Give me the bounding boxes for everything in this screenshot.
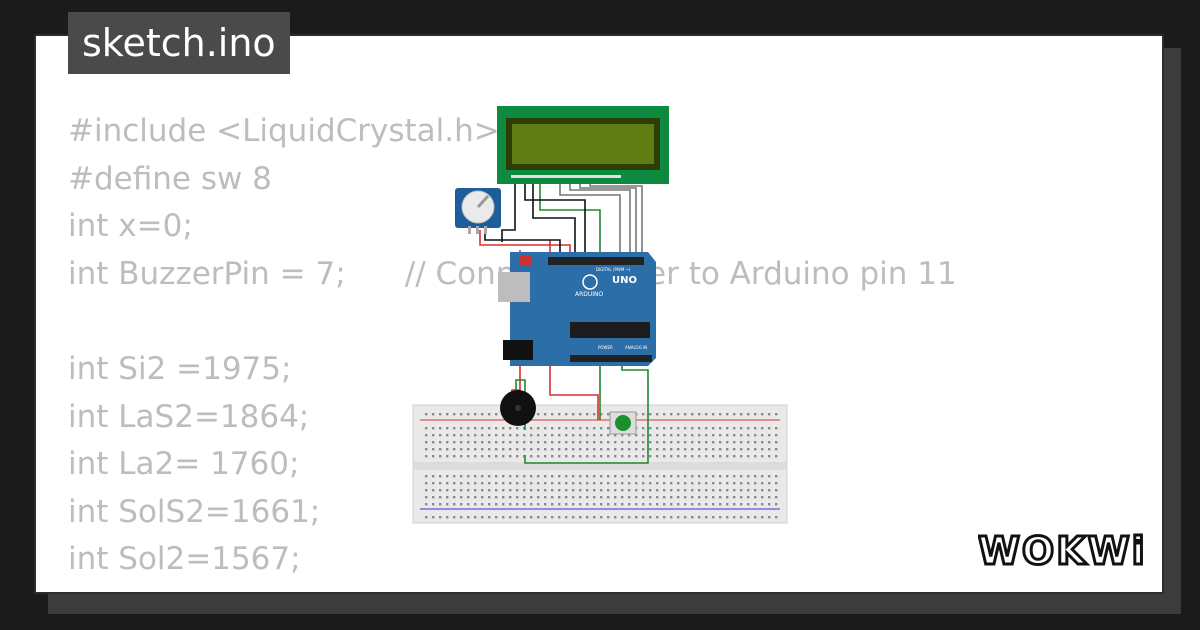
analog-label: ANALOG IN	[625, 345, 647, 350]
arduino-sub: ARDUINO	[575, 291, 604, 298]
code-line: int La2= 1760;	[68, 446, 300, 483]
code-line: int Si2 =1975;	[68, 350, 292, 387]
potentiometer-icon	[455, 188, 501, 234]
code-line: int FaS2=1479;	[68, 584, 957, 592]
code-line: int x=0;	[68, 208, 193, 245]
file-tab[interactable]: sketch.ino	[68, 12, 290, 74]
arduino-infinity-icon	[582, 274, 598, 290]
code-editor: #include <LiquidCrystal.h> #define sw 8 in…	[68, 108, 957, 592]
arduino-brand: UNO	[612, 275, 637, 286]
digital-label: DIGITAL (PWM ~)	[596, 267, 631, 272]
code-line: int SolS2=1661;	[68, 493, 321, 530]
wokwi-logo-icon: WOKWi	[978, 530, 1147, 572]
logo-text: WOKWi	[978, 530, 1147, 572]
power-label: POWER	[598, 345, 613, 350]
lcd-display	[497, 106, 669, 184]
code-line: #include <LiquidCrystal.h>	[68, 113, 500, 149]
breadboard-icon	[412, 404, 788, 524]
buzzer-icon	[500, 390, 536, 426]
code-line: int Sol2=1567;	[68, 541, 301, 578]
code-line: #define sw 8	[68, 160, 272, 197]
pushbutton-icon	[609, 411, 637, 435]
arduino-uno-board: UNO ARDUINO DIGITAL (PWM ~) ANALOG IN PO…	[498, 252, 656, 366]
code-line: int LaS2=1864;	[68, 398, 310, 435]
